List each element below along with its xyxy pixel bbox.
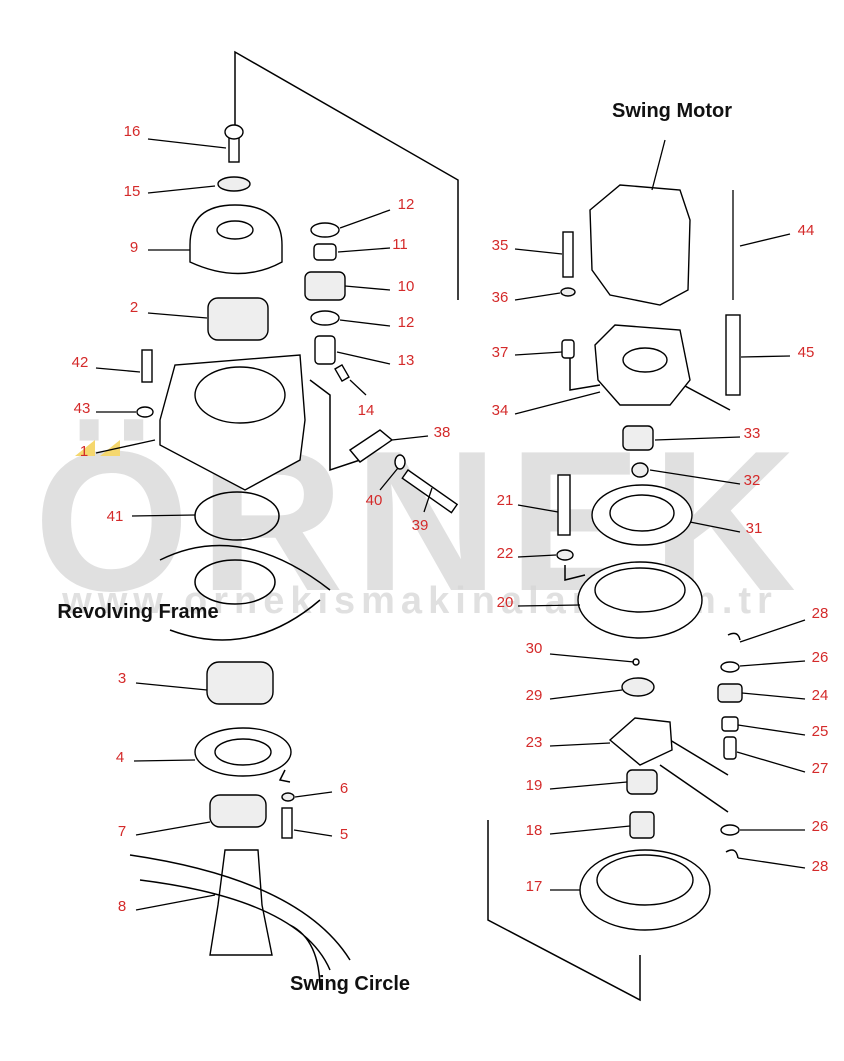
callout-26b: 26 [812,818,829,835]
callout-29: 29 [526,687,543,704]
part-7-seal [209,794,267,828]
part-11-nut [313,243,337,261]
callout-19: 19 [526,777,543,794]
callout-26: 26 [812,649,829,666]
assembly-lines [234,50,731,1002]
logo-mark [75,440,95,456]
callout-37: 37 [492,344,509,361]
part-5-bolt [281,807,293,839]
part-21-bolt [557,474,571,536]
part-36-washer [560,287,576,297]
callout-28: 28 [812,605,829,622]
part-6-washer [281,792,295,802]
callout-7: 7 [118,823,126,840]
leader-lines [95,138,806,911]
callout-21: 21 [497,492,514,509]
callout-8: 8 [118,898,126,915]
part-22-washer [556,549,574,561]
callout-5: 5 [340,826,348,843]
right-parts [556,139,743,931]
part-25-bearing [721,716,739,732]
callout-32: 32 [744,472,761,489]
callout-6: 6 [340,780,348,797]
callout-4: 4 [116,749,124,766]
part-42-bolt [141,349,153,383]
part-40-seal [394,454,406,470]
callout-labels: 16 15 9 2 42 43 1 41 3 4 6 5 7 8 12 11 1… [72,123,829,915]
part-23-carrier [608,717,673,766]
callout-2: 2 [130,299,138,316]
swing-motor-body [589,184,691,306]
revolving-frame-outline [159,544,331,641]
swing-circle-outline [129,854,351,991]
callout-31: 31 [746,520,763,537]
callout-13: 13 [398,352,415,369]
part-10-bearing [304,271,346,301]
title-revolving-frame: Revolving Frame [57,601,218,623]
callout-33: 33 [744,425,761,442]
callout-35: 35 [492,237,509,254]
callout-38: 38 [434,424,451,441]
callout-3: 3 [118,670,126,687]
part-24-gear [717,683,743,703]
callout-43: 43 [74,400,91,417]
part-18-gear [629,811,655,839]
callout-15: 15 [124,183,141,200]
part-33-gear [622,425,654,451]
callout-11: 11 [392,236,408,253]
part-35-bolt [562,231,574,278]
callout-24: 24 [812,687,829,704]
callout-42: 42 [72,354,89,371]
part-39-hose [401,469,459,514]
callout-45: 45 [798,344,815,361]
callout-44: 44 [798,222,815,239]
part-26b-washer [720,824,740,836]
callout-27: 27 [812,760,829,777]
callout-18: 18 [526,822,543,839]
callout-40: 40 [366,492,383,509]
part-29-thrust [621,677,655,697]
part-19-gear [626,769,658,795]
callout-10: 10 [398,278,415,295]
part-37-plug [561,339,575,359]
part-26-washer [720,661,740,673]
callout-12b: 12 [398,314,415,331]
part-32-spacer [631,462,649,478]
callout-39: 39 [412,517,429,534]
logo-mark [100,440,120,456]
title-swing-motor: Swing Motor [612,100,732,122]
part-43-washer [136,406,154,418]
part-12-ring [310,222,340,238]
callout-41: 41 [107,508,124,525]
title-swing-circle: Swing Circle [290,973,410,995]
part-28b-clip [725,849,739,859]
callout-34: 34 [492,402,509,419]
callout-9: 9 [130,239,138,256]
callout-25: 25 [812,723,829,740]
callout-36: 36 [492,289,509,306]
part-45-pipe [725,314,741,396]
part-41-ring [194,491,280,541]
callout-28b: 28 [812,858,829,875]
callout-16: 16 [124,123,141,140]
part-27-shaft [723,736,737,760]
part-12b-ring [310,310,340,326]
callout-22: 22 [497,545,514,562]
part-14-pin [334,363,350,383]
part-3-bearing [206,661,274,705]
callout-12: 12 [398,196,415,213]
callout-23: 23 [526,734,543,751]
part-28-clip [727,632,741,641]
callout-14: 14 [358,402,375,419]
part-2-bearing [207,297,269,341]
callout-1: 1 [80,443,88,460]
left-parts [129,124,459,991]
callout-17: 17 [526,878,543,895]
part-15-washer [217,176,251,192]
callout-30: 30 [526,640,543,657]
callout-20: 20 [497,594,514,611]
part-13-sleeve [314,335,336,365]
